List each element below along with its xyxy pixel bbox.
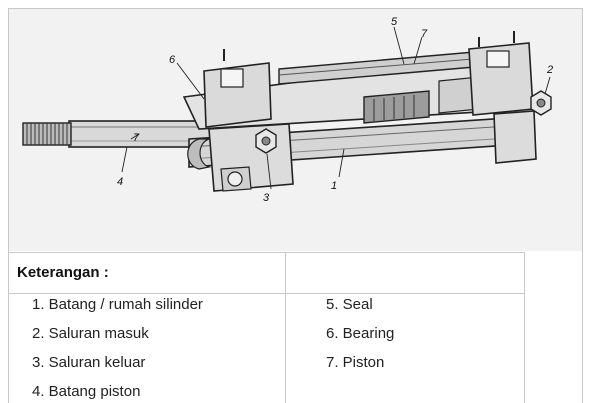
callout-1: 1 [331,180,337,192]
legend-item-6: 6. Bearing [326,325,395,342]
legend-item-2: 2. Saluran masuk [32,325,149,342]
upper-end-caps [203,42,534,128]
callout-leaders [121,26,551,190]
legend-header-empty-cell [285,252,525,294]
legend-title: Keterangan : [17,264,109,281]
callout-5: 5 [391,16,398,28]
legend-item-5: 5. Seal [326,296,373,313]
legend-item-1: 1. Batang / rumah silinder [32,296,203,313]
figure-frame [8,8,583,403]
outlet-port [255,128,277,154]
callout-7-piston: 7 [421,28,428,40]
legend-item-3: 3. Saluran keluar [32,354,146,371]
callout-2: 2 [546,64,553,76]
rod-thread [22,122,72,146]
callout-7-rod: 7 [133,132,140,144]
inlet-port [530,90,552,116]
tie-rod-studs [223,31,515,61]
legend-right-cell [285,293,525,403]
legend-item-7: 7. Piston [326,354,385,371]
legend-item-4: 4. Batang piston [32,383,141,400]
callout-3: 3 [263,192,270,204]
hydraulic-cylinder-cutaway-diagram: 1 2 3 4 5 6 7 7 [9,9,582,251]
callout-4: 4 [117,176,123,188]
callout-6: 6 [169,54,176,66]
